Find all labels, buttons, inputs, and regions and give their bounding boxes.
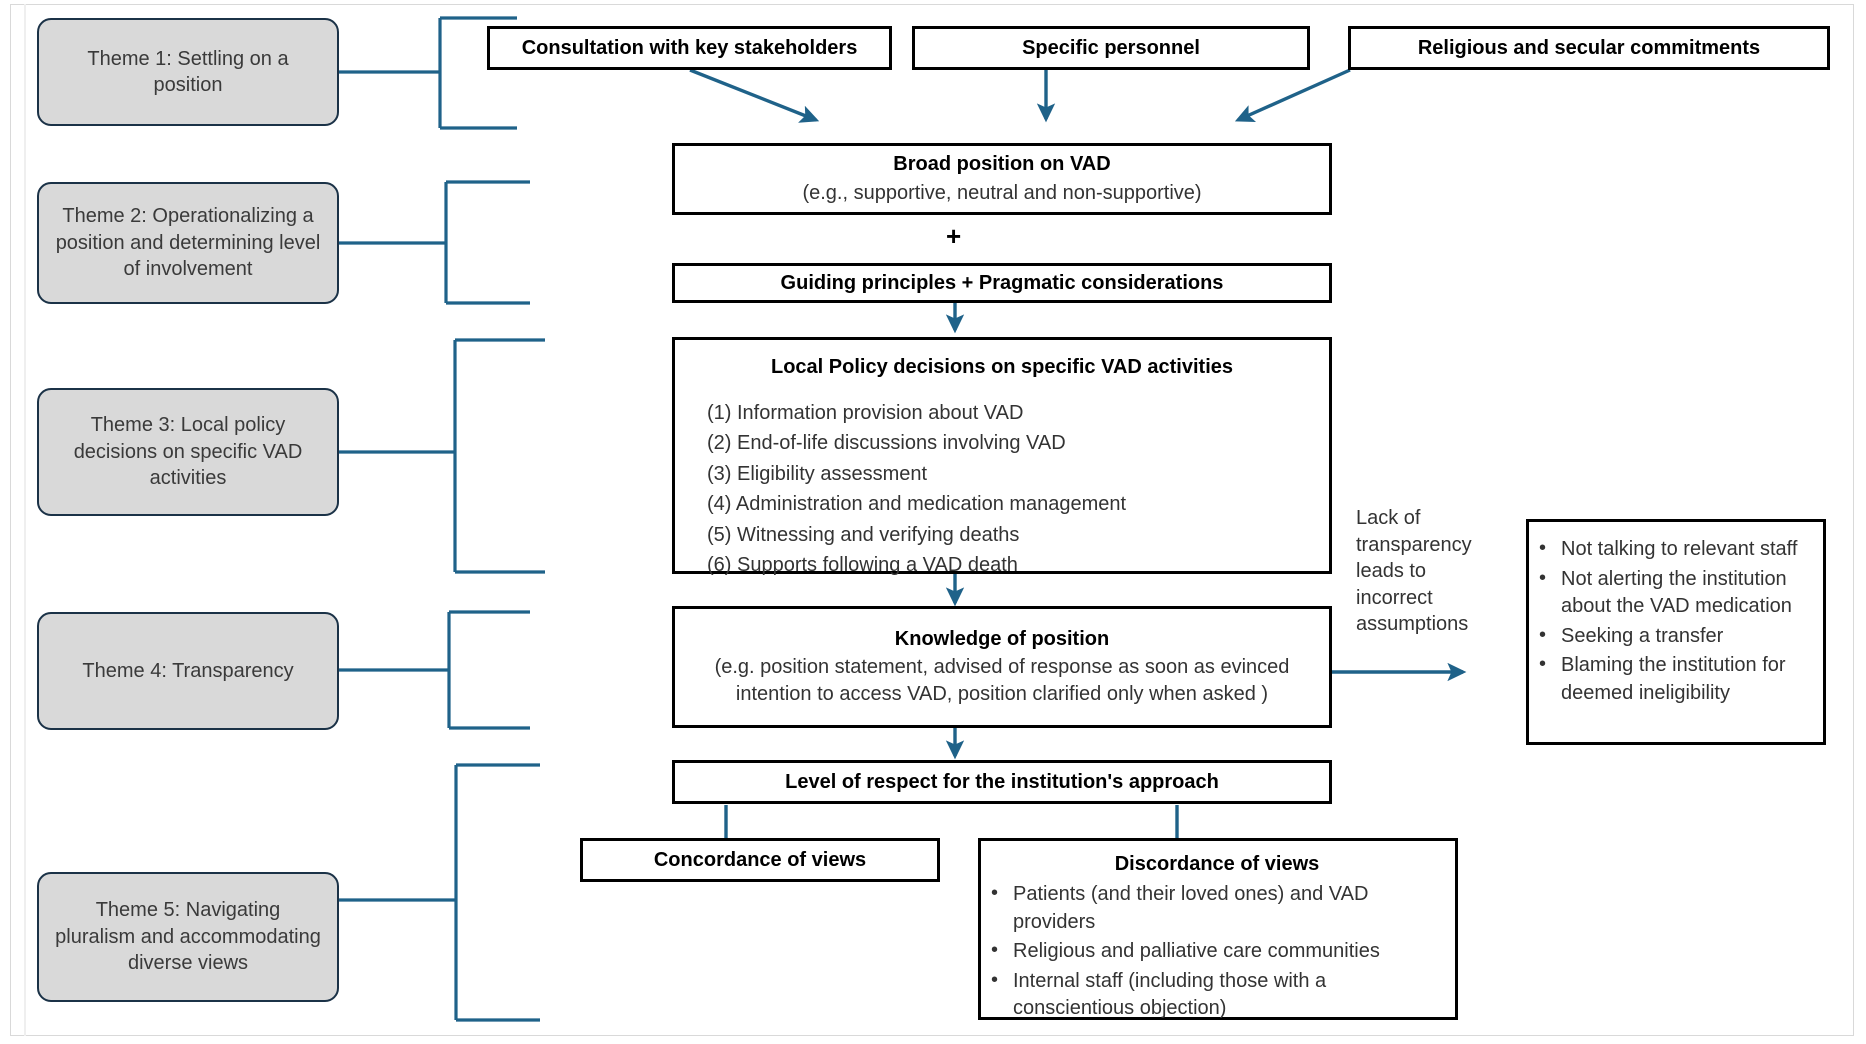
theme-label-3: Theme 3: Local policy decisions on speci… (73, 414, 303, 490)
level-of-respect-box[interactable]: Level of respect for the institution's a… (672, 760, 1332, 804)
input-label-commitments: Religious and secular commitments (1417, 37, 1761, 59)
discordance-item: Religious and palliative care communitie… (987, 937, 1447, 966)
transparency-note: Lack of transparency leads to incorrect … (1356, 507, 1472, 636)
concordance-box[interactable]: Concordance of views (580, 838, 940, 882)
guiding-principles-box[interactable]: Guiding principles + Pragmatic considera… (672, 263, 1332, 303)
input-box-commitments[interactable]: Religious and secular commitments (1348, 26, 1830, 70)
local-policy-item: (1) Information provision about VAD (707, 402, 1024, 424)
discordance-list: Patients (and their loved ones) and VAD … (987, 880, 1447, 1025)
theme-label-2: Theme 2: Operationalizing a position and… (55, 205, 321, 281)
theme-box-5[interactable]: Theme 5: Navigating pluralism and accomm… (37, 872, 339, 1002)
local-policy-item: (5) Witnessing and verifying deaths (707, 523, 1020, 546)
theme-label-5: Theme 5: Navigating pluralism and accomm… (55, 899, 321, 975)
knowledge-title: Knowledge of position (894, 628, 1110, 650)
theme-box-2[interactable]: Theme 2: Operationalizing a position and… (37, 182, 339, 304)
broad-position-box[interactable]: Broad position on VAD (e.g., supportive,… (672, 143, 1332, 215)
discordance-item: Internal staff (including those with a c… (987, 967, 1447, 1023)
input-box-consultation[interactable]: Consultation with key stakeholders (487, 26, 892, 70)
theme-label-4: Theme 4: Transparency (82, 659, 294, 682)
local-policy-box[interactable]: Local Policy decisions on specific VAD a… (672, 337, 1332, 576)
local-policy-item: (3) Eligibility assessment (707, 462, 928, 485)
consequences-list: Not talking to relevant staff Not alerti… (1535, 535, 1813, 710)
input-box-personnel[interactable]: Specific personnel (912, 26, 1310, 70)
concordance-title: Concordance of views (653, 849, 867, 871)
level-of-respect-title: Level of respect for the institution's a… (785, 771, 1219, 793)
consequences-item: Not talking to relevant staff (1535, 535, 1813, 564)
consequences-item: Not alerting the institution about the V… (1535, 565, 1813, 621)
knowledge-subtitle: (e.g. position statement, advised of res… (714, 656, 1290, 705)
discordance-title: Discordance of views (1114, 853, 1320, 875)
theme-box-1[interactable]: Theme 1: Settling on a position (37, 18, 339, 126)
discordance-item: Patients (and their loved ones) and VAD … (987, 880, 1447, 936)
frame-left-rule (24, 4, 26, 1036)
guiding-principles-title: Guiding principles + Pragmatic considera… (780, 272, 1224, 294)
broad-position-subtitle: (e.g., supportive, neutral and non-suppo… (802, 182, 1202, 204)
input-label-personnel: Specific personnel (1022, 37, 1200, 59)
local-policy-list: (1) Information provision about VAD (2) … (707, 398, 1126, 580)
plus-symbol: + (946, 221, 962, 251)
theme-box-3[interactable]: Theme 3: Local policy decisions on speci… (37, 388, 339, 516)
local-policy-item: (2) End-of-life discussions involving VA… (707, 432, 1066, 455)
broad-position-title: Broad position on VAD (893, 153, 1111, 175)
local-policy-item: (4) Administration and medication manage… (707, 493, 1127, 516)
consequences-item: Seeking a transfer (1535, 622, 1813, 651)
discordance-box[interactable]: Discordance of views Patients (and their… (978, 838, 1458, 1020)
theme-label-1: Theme 1: Settling on a position (87, 47, 289, 96)
local-policy-title: Local Policy decisions on specific VAD a… (770, 356, 1233, 378)
knowledge-of-position-box[interactable]: Knowledge of position (e.g. position sta… (672, 606, 1332, 728)
input-label-consultation: Consultation with key stakeholders (521, 37, 858, 59)
theme-box-4[interactable]: Theme 4: Transparency (37, 612, 339, 730)
consequences-box[interactable]: Not talking to relevant staff Not alerti… (1526, 519, 1826, 745)
local-policy-item: (6) Supports following a VAD death (707, 553, 1018, 576)
consequences-item: Blaming the institution for deemed ineli… (1535, 651, 1813, 707)
